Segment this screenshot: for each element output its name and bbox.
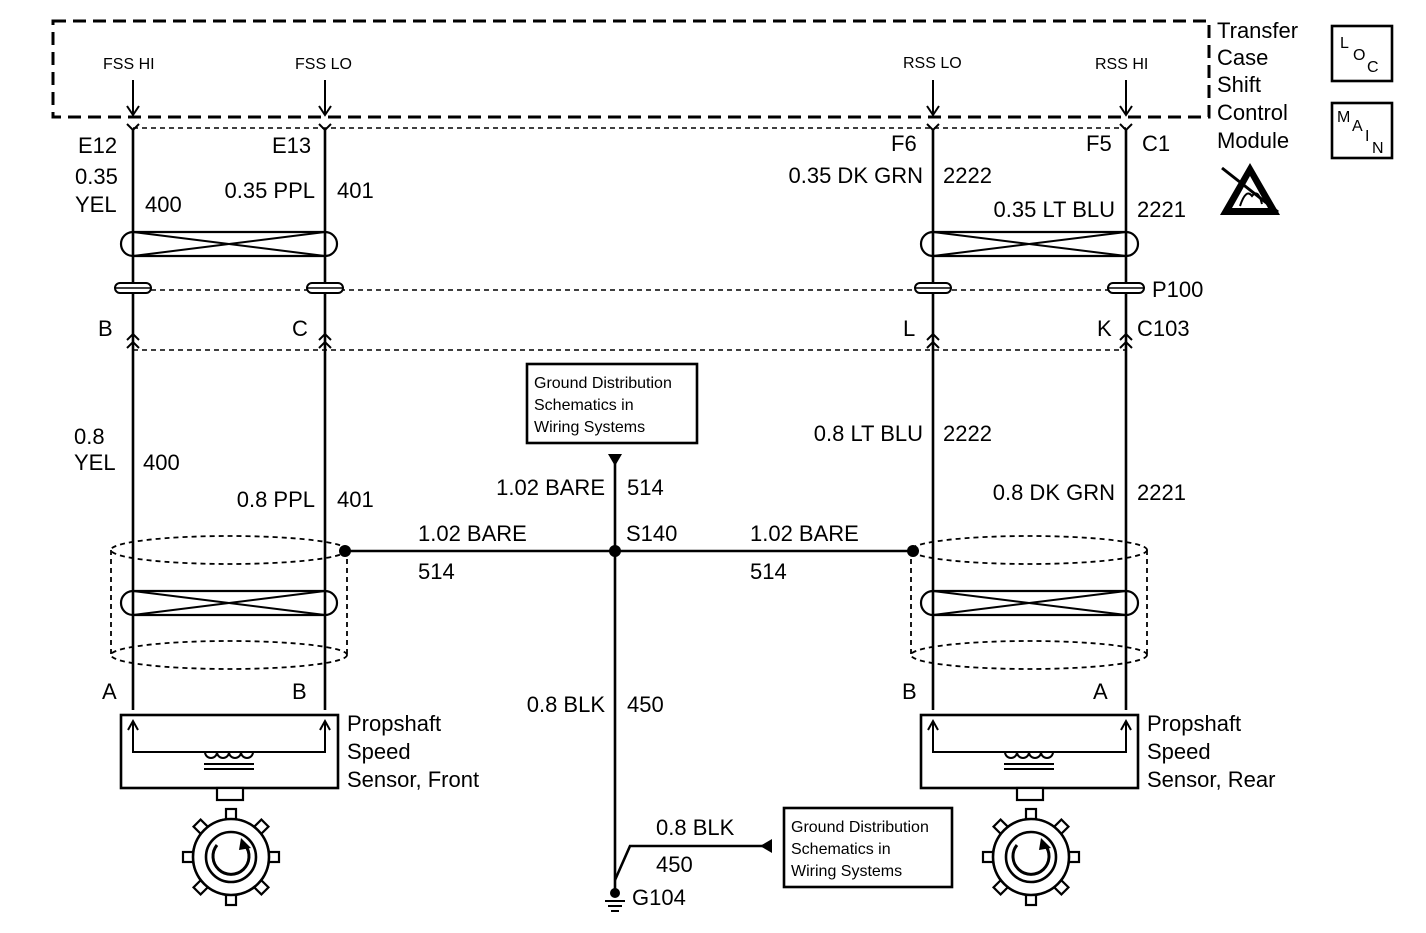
shield-rear (910, 535, 1148, 670)
module-name: Transfer Case Shift Control Module (1217, 18, 1298, 153)
module-name-line: Case (1217, 45, 1268, 70)
connector-c1: C1 (1142, 131, 1170, 156)
wire-2221-circuit-lower: 2221 (1137, 480, 1186, 505)
module-name-line: Shift (1217, 72, 1261, 97)
wire-514-left-circuit: 514 (418, 559, 455, 584)
wire-401-circuit-lower: 401 (337, 487, 374, 512)
main-letter: N (1372, 140, 1384, 157)
module-name-line: Control (1217, 100, 1288, 125)
wire-2221-spec-lower: 0.8 DK GRN (993, 480, 1115, 505)
c103-pin-l: L (903, 316, 915, 341)
connector-e12: E12 (78, 133, 117, 158)
wire-450-side-spec: 0.8 BLK (656, 815, 735, 840)
connector-p100: P100 (1152, 277, 1203, 302)
ref-box-line: Wiring Systems (534, 419, 645, 436)
wire-401-spec: 0.35 PPL (224, 178, 315, 203)
ref-box-line: Wiring Systems (791, 863, 902, 880)
c103-pin-b: B (98, 316, 113, 341)
wire-400-circuit: 400 (145, 192, 182, 217)
sensor-rear-name: Sensor, Rear (1147, 767, 1275, 792)
c103-pin-k: K (1097, 316, 1112, 341)
sensor-rear-pin-b: B (902, 679, 917, 704)
wire-2221-circuit-upper: 2221 (1137, 197, 1186, 222)
wire-514-right-circuit: 514 (750, 559, 787, 584)
wire-401-circuit: 401 (337, 178, 374, 203)
wire-400-gauge: 0.35 (75, 164, 118, 189)
loc-icon[interactable]: L O C (1330, 24, 1394, 83)
wires-vertical (131, 130, 1128, 710)
wire-400-circuit-lower: 400 (143, 450, 180, 475)
module-name-line: Module (1217, 128, 1289, 153)
wire-2221-spec-upper: 0.35 LT BLU (994, 197, 1115, 222)
connector-e13: E13 (272, 133, 311, 158)
wire-2222-circuit-lower: 2222 (943, 421, 992, 446)
main-icon[interactable]: M A I N (1330, 101, 1394, 160)
wire-2222-spec-lower: 0.8 LT BLU (814, 421, 923, 446)
twisted-pair-upper-right (919, 230, 1140, 258)
connector-f6: F6 (891, 131, 917, 156)
wire-514-top-circuit: 514 (627, 475, 664, 500)
module-arrows (126, 80, 1133, 117)
wire-514-left-spec: 1.02 BARE (418, 521, 527, 546)
ground-reference-box-top[interactable]: Ground Distribution Schematics in Wiring… (525, 362, 699, 445)
main-letter: A (1352, 118, 1363, 135)
sensor-front-name: Speed (347, 739, 411, 764)
ground-drain-wires (339, 454, 919, 893)
wire-400-gauge-lower: 0.8 (74, 424, 105, 449)
sensor-rear-name: Propshaft (1147, 711, 1241, 736)
reluctor-wheel-rear-icon (981, 807, 1081, 907)
wire-2222-circuit-upper: 2222 (943, 163, 992, 188)
pin-label-fss-lo: FSS LO (295, 56, 352, 73)
ref-box-line: Ground Distribution (791, 819, 929, 836)
wire-450-circuit: 450 (627, 692, 664, 717)
c103-chevrons (126, 332, 1133, 349)
wire-401-spec-lower: 0.8 PPL (237, 487, 315, 512)
wire-400-color-lower: YEL (74, 450, 116, 475)
p100-terminals (114, 282, 1145, 294)
sensor-rear (919, 713, 1140, 802)
loc-letter: O (1353, 47, 1365, 64)
sensor-rear-pin-a: A (1093, 679, 1108, 704)
connector-f5: F5 (1086, 131, 1112, 156)
wire-450-side-circuit: 450 (656, 852, 693, 877)
pin-label-fss-hi: FSS HI (103, 56, 155, 73)
splice-s140 (609, 545, 621, 557)
pin-label-rss-hi: RSS HI (1095, 56, 1148, 73)
wire-2222-spec-upper: 0.35 DK GRN (789, 163, 924, 188)
twisted-pair-upper-left (119, 230, 339, 258)
ref-box-line: Schematics in (791, 841, 891, 858)
main-letter: M (1337, 109, 1350, 126)
loc-letter: L (1340, 35, 1349, 52)
sensor-front-pin-b: B (292, 679, 307, 704)
wire-514-right-spec: 1.02 BARE (750, 521, 859, 546)
loc-letter: C (1367, 59, 1379, 76)
pin-label-rss-lo: RSS LO (903, 55, 962, 72)
module-pins: FSS HI FSS LO RSS LO RSS HI (103, 55, 1148, 73)
shield-front (110, 535, 348, 670)
ground-reference-box-bottom[interactable]: Ground Distribution Schematics in Wiring… (782, 806, 954, 889)
sensor-front-name: Propshaft (347, 711, 441, 736)
ground-icon (605, 888, 625, 912)
wire-400-color: YEL (75, 192, 117, 217)
c103-pin-c: C (292, 316, 308, 341)
connector-chevrons-top (126, 123, 1133, 132)
sensor-front (119, 713, 340, 802)
module-name-line: Transfer (1217, 18, 1298, 43)
wire-450-spec: 0.8 BLK (527, 692, 606, 717)
ref-box-line: Schematics in (534, 397, 634, 414)
main-letter: I (1365, 128, 1369, 145)
module-boundary (51, 19, 1211, 119)
esd-warning-icon (1220, 163, 1280, 215)
ground-side-branch (613, 839, 772, 881)
connector-c103: C103 (1137, 316, 1190, 341)
sensor-rear-name: Speed (1147, 739, 1211, 764)
ground-label-g104: G104 (632, 885, 686, 910)
wire-514-top-spec: 1.02 BARE (496, 475, 605, 500)
sensor-front-name: Sensor, Front (347, 767, 479, 792)
sensor-front-pin-a: A (102, 679, 117, 704)
splice-label-s140: S140 (626, 521, 677, 546)
reluctor-wheel-front-icon (181, 807, 281, 907)
ref-box-line: Ground Distribution (534, 375, 672, 392)
